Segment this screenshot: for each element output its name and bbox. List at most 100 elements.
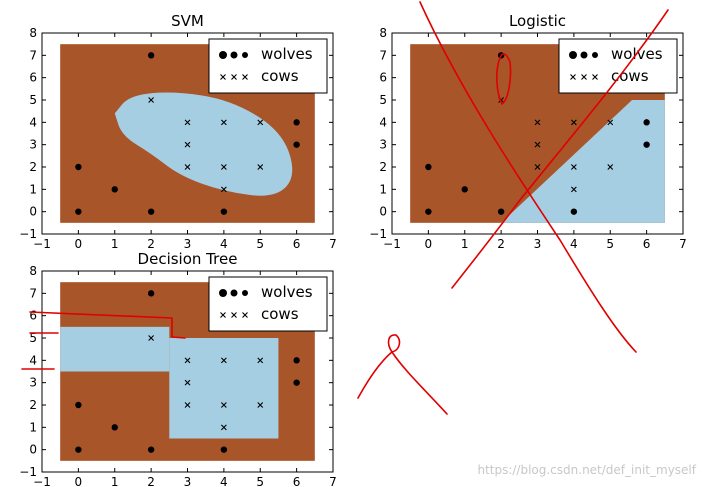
cow-point [570,119,577,126]
y-tick-label: 2 [379,160,387,174]
red-annotation-stroke [419,1,637,353]
wolf-point [111,186,118,193]
legend-label-cows: cows [261,67,299,85]
y-tick-label: 1 [379,182,387,196]
wolf-point [293,141,300,148]
cow-point [534,119,541,126]
y-tick-label: 5 [29,331,37,345]
x-tick-label: 7 [679,237,687,251]
x-tick-label: 2 [497,237,505,251]
legend-wolf-marker [580,51,588,59]
y-tick-label: 3 [29,138,37,152]
legend-box [208,38,328,94]
wolf-point [293,119,300,126]
x-tick-label: 2 [147,475,155,487]
x-tick-label: 5 [606,237,614,251]
x-tick-label: −1 [33,237,51,251]
legend-cow-marker [592,74,598,80]
x-tick-label: 0 [75,237,83,251]
wolf-point [75,208,82,215]
y-tick-label: 6 [379,71,387,85]
cow-point [220,164,227,170]
cow-point [570,164,577,170]
red-annotation-stroke [451,9,669,289]
y-tick-label: 0 [29,443,37,457]
legend-label-cows: cows [611,67,649,85]
x-tick-label: 7 [329,475,337,487]
wolf-point [643,119,650,126]
y-tick-label: 2 [29,160,37,174]
legend-wolf-marker [230,51,238,59]
legend-wolf-marker [219,289,227,297]
y-tick-label: 4 [29,353,37,367]
cow-point [184,357,191,364]
cow-point [184,402,191,408]
x-tick-label: 6 [293,237,301,251]
x-tick-label: 3 [534,237,542,251]
legend-cow-marker [220,74,226,80]
y-tick-label: 5 [379,93,387,107]
y-tick-label: 6 [29,71,37,85]
y-tick-label: −1 [369,227,387,241]
wolf-point [220,446,228,453]
cow-point [534,164,541,170]
wolf-point [570,208,578,215]
wolf-point [293,379,300,386]
cows-region [501,100,665,223]
cow-point [184,119,191,126]
x-tick-label: 4 [570,237,578,251]
legend-box [208,276,328,332]
wolf-point [425,208,432,215]
chart-title: Logistic [509,12,566,30]
x-tick-label: 1 [111,237,119,251]
red-annotation-stroke [387,334,401,353]
wolf-point [75,163,82,171]
cow-point [257,119,264,126]
y-tick-label: −1 [19,465,37,479]
legend-wolf-marker [242,52,248,58]
wolf-point [425,163,432,171]
wolf-point [75,401,82,409]
watermark-text: https://blog.csdn.net/def_init_myself [477,463,696,477]
y-tick-label: 8 [29,26,37,40]
cow-point [220,357,227,364]
legend-box [558,38,678,94]
x-tick-label: 5 [256,475,264,487]
legend-wolf-marker [242,290,248,296]
cow-point [220,424,227,431]
x-tick-label: −1 [383,237,401,251]
cow-point [184,141,191,148]
legend-cow-marker [242,312,248,318]
cow-point [570,186,577,193]
x-tick-label: 2 [147,237,155,251]
x-tick-label: 1 [461,237,469,251]
wolf-point [643,141,650,148]
x-tick-label: 1 [111,475,119,487]
y-tick-label: 4 [29,115,37,129]
wolf-point [147,208,155,215]
red-annotation-stroke [29,311,186,339]
legend-label-wolves: wolves [261,283,313,301]
x-tick-label: 5 [256,237,264,251]
cow-point [534,141,541,148]
wolf-point [147,446,155,453]
legend-wolf-marker [230,289,238,297]
cow-point [607,164,614,170]
x-tick-label: −1 [33,475,51,487]
y-tick-label: 1 [29,182,37,196]
cow-point [148,335,155,341]
x-tick-label: 3 [184,475,192,487]
y-tick-label: 4 [379,115,387,129]
y-tick-label: 6 [29,309,37,323]
cows-region [60,326,170,372]
cow-point [184,164,191,170]
y-tick-label: 7 [379,48,387,62]
legend-cow-marker [220,312,226,318]
cow-point [184,379,191,386]
cow-point [220,119,227,126]
x-tick-label: 3 [184,237,192,251]
